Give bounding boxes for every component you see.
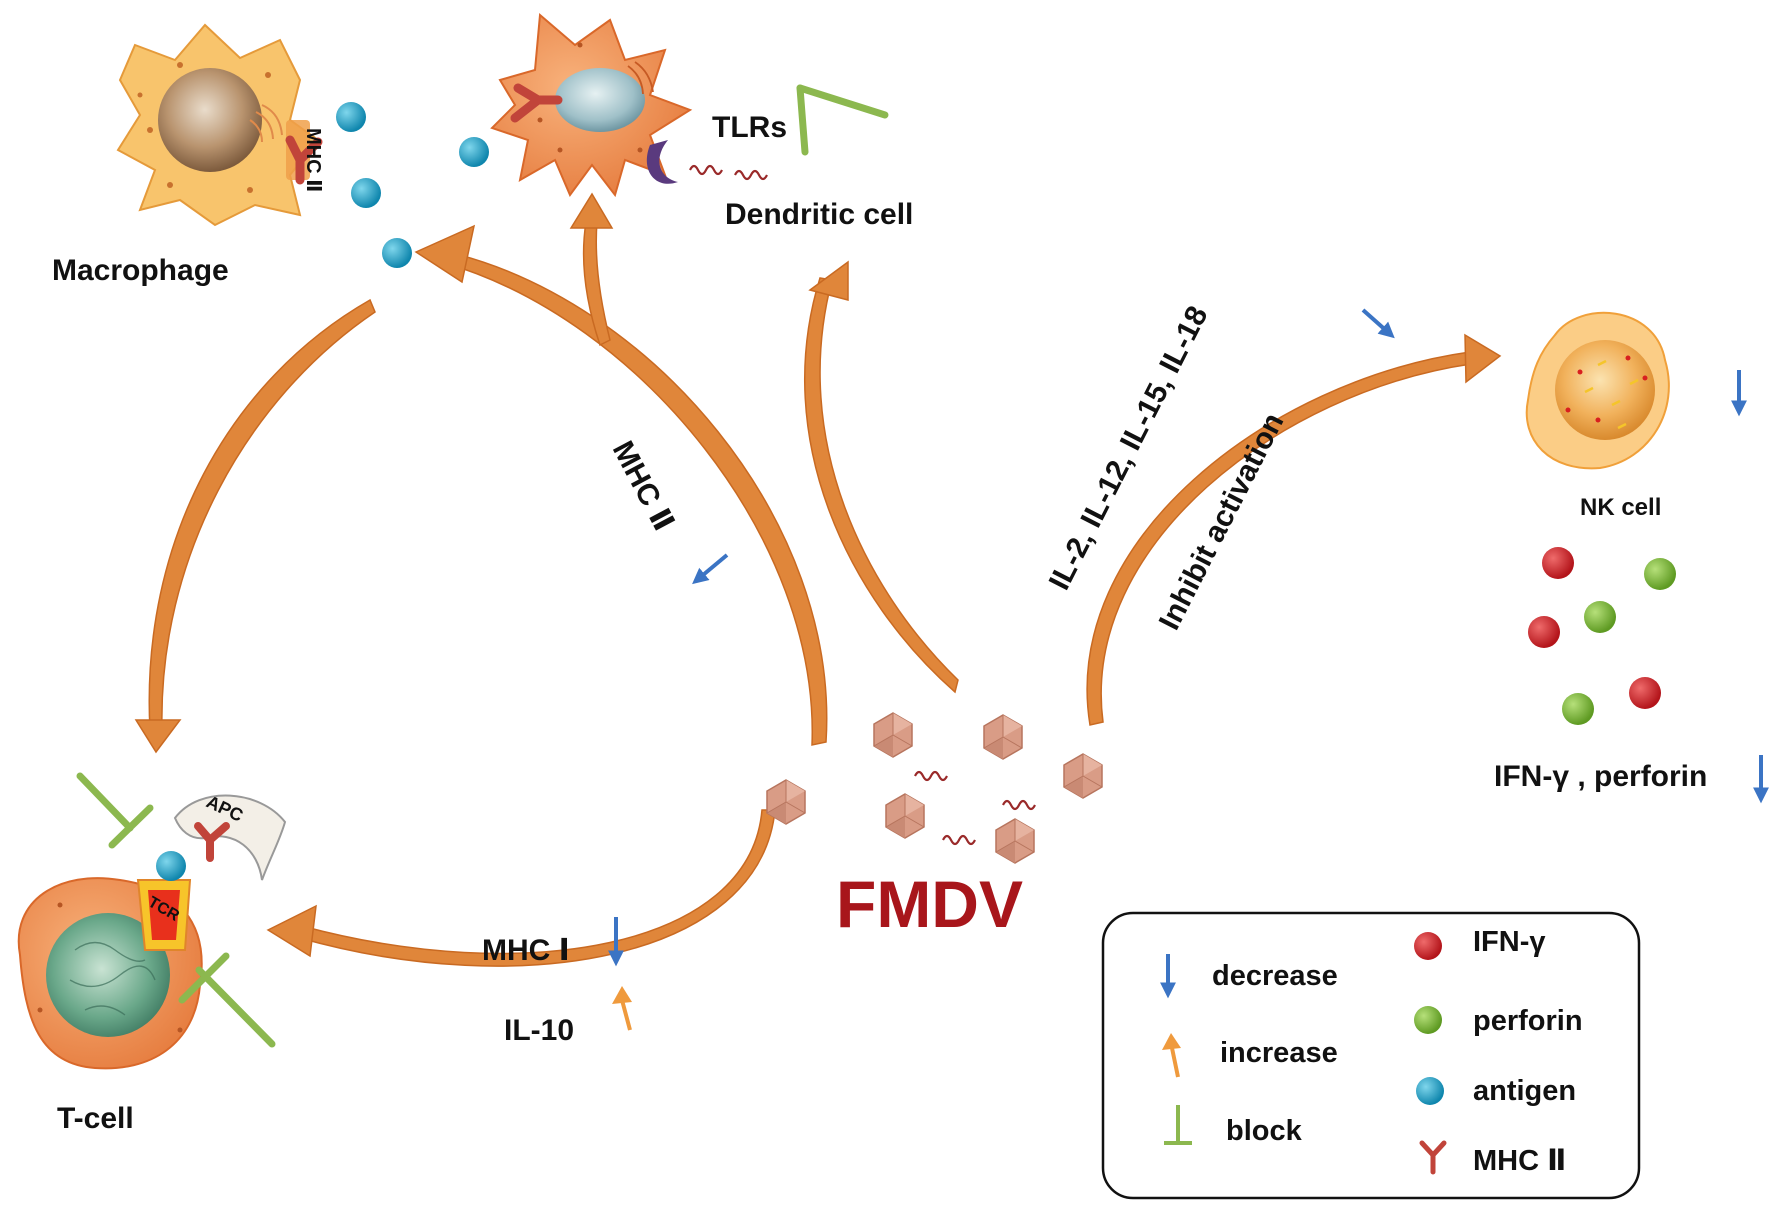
virion-icon [995,818,1035,864]
il10-label: IL-10 [504,1014,574,1047]
flow-arrows [134,192,1502,967]
virion-icon [885,793,925,839]
legend-ifn-gamma-label: IFN-γ [1473,926,1546,958]
antigen-dot [459,137,489,167]
dendritic-cell-label: Dendritic cell [725,198,913,231]
legend: decrease increase block IFN-γ perforin a… [1101,911,1641,1200]
tlrs-label: TLRs [712,111,787,144]
ifn-gamma-dot [1629,677,1661,709]
legend-increase-label: increase [1220,1037,1338,1069]
decrease-arrow-cytokines [1361,308,1395,339]
legend-block-label: block [1226,1115,1303,1147]
legend-perforin-label: perforin [1473,1005,1583,1037]
antigen-dot-tcell [156,851,186,881]
virion-icon [873,712,913,758]
dendritic-cell [490,12,769,198]
cytokine-dots [1528,547,1676,725]
arrow-head-nk [1464,333,1502,384]
legend-box [1101,911,1641,1200]
apc-cell [173,794,287,881]
legend-antigen-icon [1416,1077,1444,1105]
block-symbol-tcell-lower [178,952,276,1048]
decrease-arrow-mhc-ii [692,553,729,585]
arrow-head-tcell-top [134,719,182,754]
viral-rna [913,770,949,782]
arrow-head-dc-right [808,260,849,301]
ifn-gamma-dot [1542,547,1574,579]
viral-rna [1001,799,1037,811]
arrow-head-dc [569,192,614,229]
ifn-perforin-label: IFN-γ , perforin [1494,760,1707,793]
t-cell-label: T-cell [57,1102,134,1135]
legend-antigen-label: antigen [1473,1075,1576,1107]
virion-icon [1063,753,1103,799]
tcr-receptor [136,879,192,951]
legend-block-icon [1164,1105,1192,1145]
antigen-dot [336,102,366,132]
arrow-head-macrophage [414,224,476,284]
arrow-head-tcell-bottom [266,904,317,958]
t-cell: TCR [17,877,203,1070]
legend-perforin-icon [1414,1006,1442,1034]
macrophage-cell: MHC Ⅱ [116,23,324,227]
mhc-i-label: MHC Ⅰ [482,934,570,967]
perforin-dot [1644,558,1676,590]
legend-decrease-label: decrease [1212,960,1338,992]
antigen-dot [351,178,381,208]
legend-mhc-ii-label: MHC Ⅱ [1473,1145,1566,1177]
mhc-ii-arrow-label: MHC Ⅱ [606,436,680,537]
perforin-dot [1562,693,1594,725]
arrow-fmdv-to-dc-right [803,277,959,694]
antigen-dots-macrophage [336,102,489,268]
legend-ifn-gamma-icon [1414,932,1442,960]
block-symbol-tcell-upper [76,772,154,849]
nk-cell [1525,311,1670,470]
viral-rna [941,834,977,846]
fmdv-label: FMDV [836,867,1023,941]
ifn-gamma-dot [1528,616,1560,648]
legend-increase-icon [1162,1033,1181,1078]
antigen-dot [382,238,412,268]
legend-mhc-ii-icon [1419,1140,1447,1175]
arrow-macrophage-to-tcell [148,298,376,731]
tlr-receptor [646,140,678,184]
block-symbol-tlrs [796,84,889,156]
dc-mhc-ii-receptor [510,83,563,123]
nk-cell-label: NK cell [1580,494,1661,521]
macrophage-label: Macrophage [52,254,229,287]
increase-arrow-il10 [612,986,632,1031]
viral-rna [688,164,724,176]
virion-icon [983,714,1023,760]
viral-rna [733,169,769,181]
macrophage-mhc-ii-receptor [285,120,323,185]
perforin-dot [1584,601,1616,633]
macrophage-mhc-label: MHC Ⅱ [302,128,324,192]
